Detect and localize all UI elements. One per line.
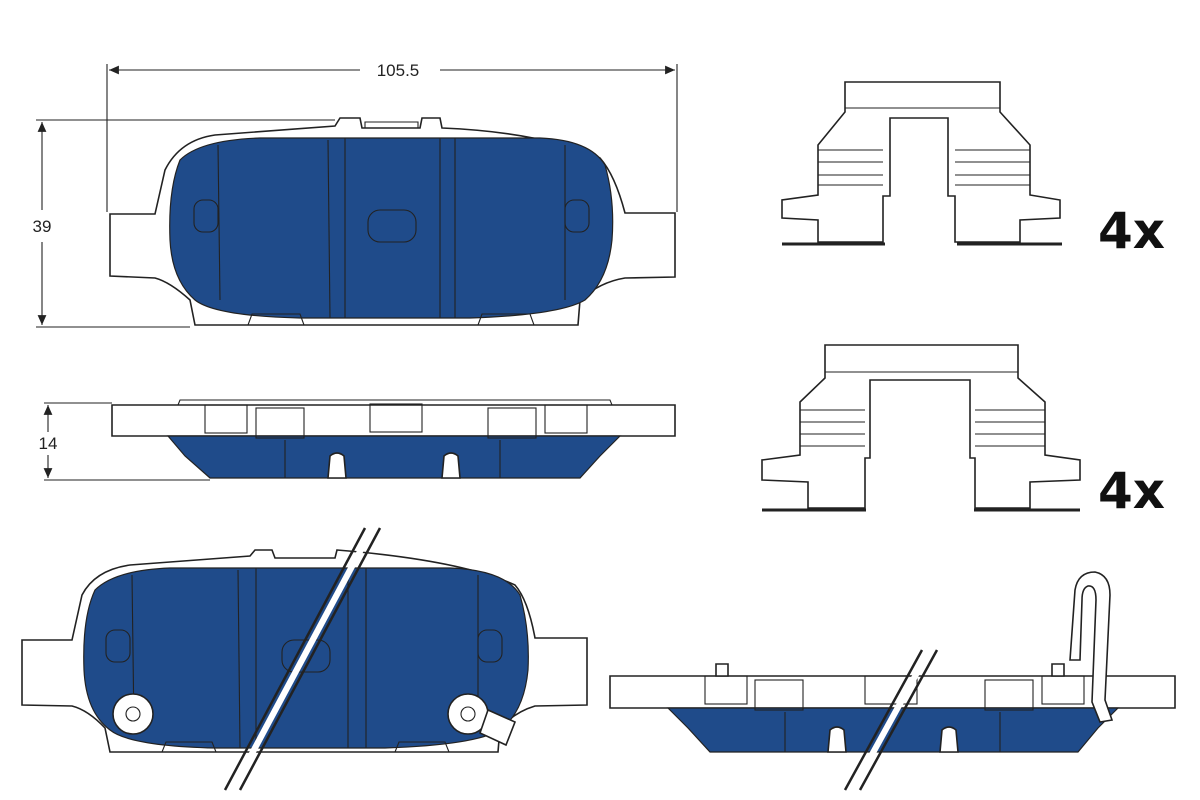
thickness-dimension: 14 <box>39 402 210 481</box>
pad-side-view <box>111 399 676 479</box>
pad-front-friction-material <box>169 137 614 319</box>
clip-top-quantity: 4x <box>1098 202 1165 260</box>
break-marks-right <box>843 649 939 791</box>
clip-top: 4x <box>781 81 1165 260</box>
clip-bottom-quantity: 4x <box>1098 462 1165 520</box>
clip-bottom: 4x <box>761 344 1165 520</box>
height-dimension: 39 <box>33 119 335 328</box>
pad-with-sensor-side-view <box>609 571 1176 753</box>
thickness-dimension-label: 14 <box>39 434 58 453</box>
break-marks-left <box>223 527 382 791</box>
pad-front-view <box>109 117 676 326</box>
pad-side-friction-material <box>166 435 622 479</box>
height-dimension-label: 39 <box>33 217 52 236</box>
width-dimension-label: 105.5 <box>377 61 420 80</box>
width-dimension: 105.5 <box>106 61 678 212</box>
